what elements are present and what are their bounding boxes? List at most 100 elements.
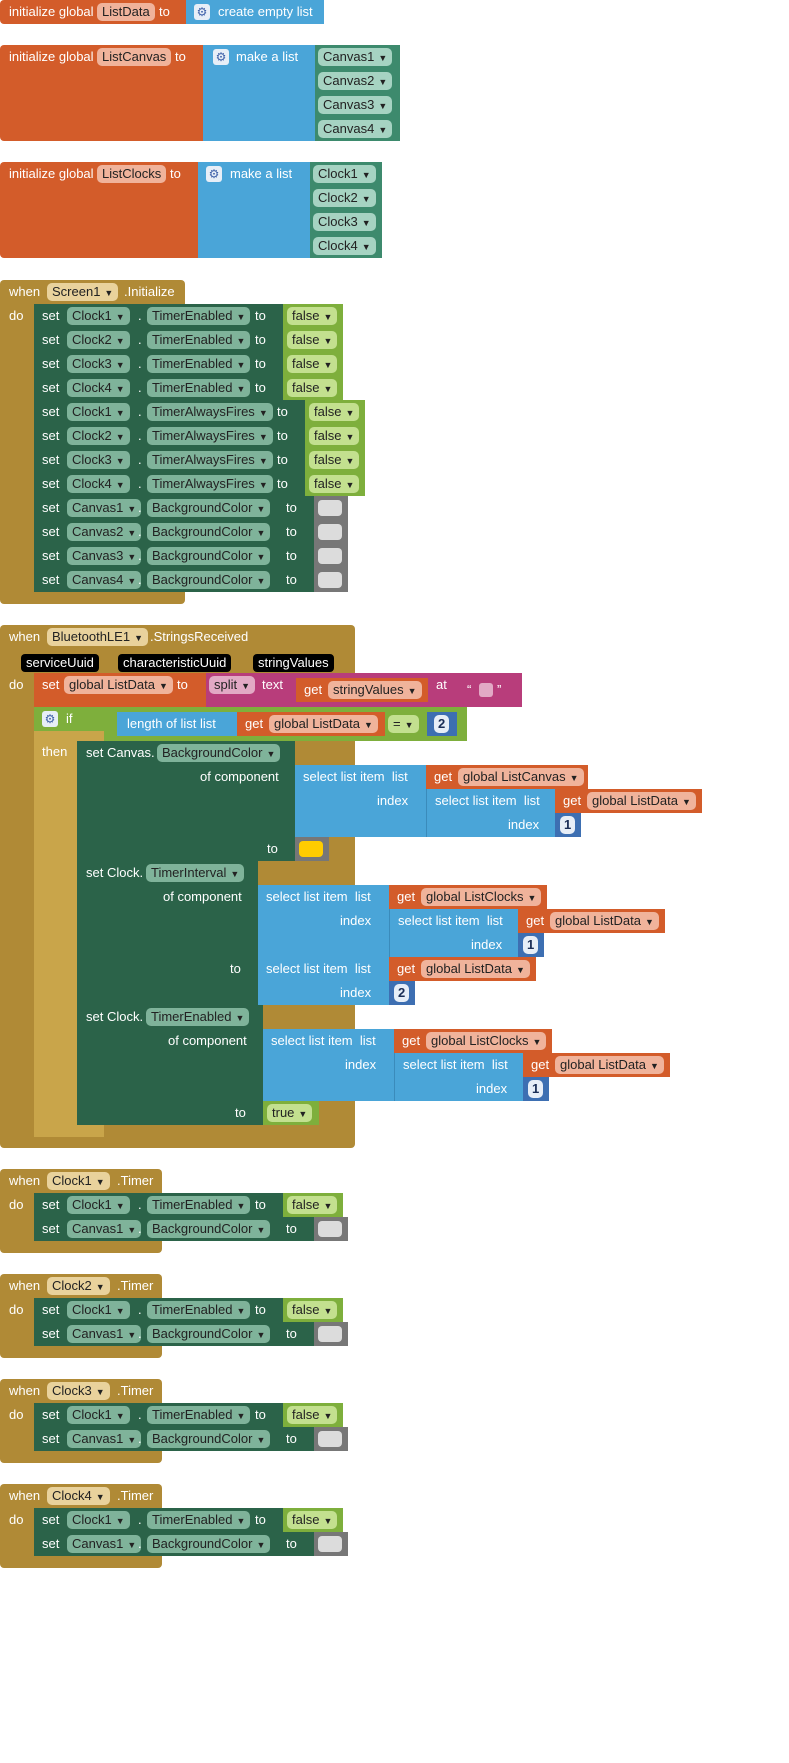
false-block[interactable]: false▼ <box>305 472 365 496</box>
component-dropdown[interactable]: Clock2▼ <box>67 427 130 445</box>
component-block-canvas3[interactable]: Canvas3▼ <box>315 93 400 117</box>
component-block-clock1[interactable]: Clock1▼ <box>310 162 382 186</box>
boolean-dropdown[interactable]: false▼ <box>309 475 360 493</box>
number-block[interactable]: 1 <box>523 1077 549 1101</box>
operator-dropdown[interactable]: =▼ <box>388 715 419 733</box>
property-dropdown[interactable]: TimerEnabled▼ <box>147 1511 251 1529</box>
false-block[interactable]: false▼ <box>283 304 343 328</box>
false-block[interactable]: false▼ <box>283 1508 343 1532</box>
boolean-dropdown[interactable]: false▼ <box>309 403 360 421</box>
number-field[interactable]: 1 <box>528 1080 544 1098</box>
color-swatch[interactable] <box>318 572 342 588</box>
false-block[interactable]: false▼ <box>283 376 343 400</box>
color-swatch[interactable] <box>318 1536 342 1552</box>
property-dropdown[interactable]: TimerEnabled▼ <box>147 1196 251 1214</box>
global-listdata-block[interactable]: initialize global ListData to <box>0 0 186 24</box>
component-dropdown[interactable]: Clock1▼ <box>313 165 376 183</box>
component-dropdown[interactable]: Clock3▼ <box>67 355 130 373</box>
component-dropdown[interactable]: Clock2▼ <box>47 1277 110 1295</box>
get-global-listdata-block[interactable]: get global ListData▼ <box>237 712 385 736</box>
color-block[interactable] <box>295 837 329 861</box>
property-dropdown[interactable]: TimerAlwaysFires▼ <box>147 475 273 493</box>
color-swatch[interactable] <box>318 548 342 564</box>
component-dropdown[interactable]: Clock2▼ <box>67 331 130 349</box>
variable-dropdown[interactable]: global ListData▼ <box>269 715 378 733</box>
component-block-clock4[interactable]: Clock4▼ <box>310 234 382 258</box>
number-field[interactable]: 1 <box>560 816 576 834</box>
variable-dropdown[interactable]: global ListData▼ <box>64 676 173 694</box>
param-characteristicuuid[interactable]: characteristicUuid <box>118 654 232 672</box>
make-a-list-block[interactable]: ⚙ make a list <box>198 162 310 258</box>
param-serviceuuid[interactable]: serviceUuid <box>21 654 99 672</box>
component-dropdown[interactable]: Canvas1▼ <box>67 1535 142 1553</box>
property-dropdown[interactable]: TimerAlwaysFires▼ <box>147 451 273 469</box>
boolean-dropdown[interactable]: false▼ <box>287 1406 338 1424</box>
false-block[interactable]: false▼ <box>305 424 365 448</box>
boolean-dropdown[interactable]: false▼ <box>287 1196 338 1214</box>
component-dropdown[interactable]: Clock1▼ <box>67 307 130 325</box>
property-dropdown[interactable]: TimerEnabled▼ <box>147 355 251 373</box>
color-swatch[interactable] <box>318 1221 342 1237</box>
component-block-clock3[interactable]: Clock3▼ <box>310 210 382 234</box>
gear-icon[interactable]: ⚙ <box>206 166 222 182</box>
false-block[interactable]: false▼ <box>283 1403 343 1427</box>
global-listclocks-block[interactable]: initialize global ListClocks to <box>0 162 198 258</box>
component-block-canvas2[interactable]: Canvas2▼ <box>315 69 400 93</box>
color-block[interactable] <box>314 520 348 544</box>
boolean-dropdown[interactable]: false▼ <box>309 451 360 469</box>
boolean-dropdown[interactable]: true▼ <box>267 1104 313 1122</box>
get-global-listcanvas-block[interactable]: get global ListCanvas▼ <box>426 765 588 789</box>
color-swatch[interactable] <box>318 1431 342 1447</box>
property-dropdown[interactable]: BackgroundColor▼ <box>147 1430 271 1448</box>
property-dropdown[interactable]: TimerEnabled▼ <box>147 331 251 349</box>
variable-dropdown[interactable]: global ListClocks▼ <box>426 1032 547 1050</box>
set-clock-timerenabled-block[interactable]: set Clock. TimerEnabled▼ of component to <box>77 1005 263 1125</box>
component-dropdown[interactable]: Clock2▼ <box>313 189 376 207</box>
component-dropdown[interactable]: Canvas4▼ <box>318 120 393 138</box>
variable-dropdown[interactable]: global ListData▼ <box>555 1056 664 1074</box>
color-block[interactable] <box>314 1322 348 1346</box>
component-dropdown[interactable]: Canvas4▼ <box>67 571 142 589</box>
make-a-list-block[interactable]: ⚙ make a list <box>203 45 315 141</box>
component-block-canvas4[interactable]: Canvas4▼ <box>315 117 400 141</box>
component-dropdown[interactable]: Clock1▼ <box>47 1172 110 1190</box>
boolean-dropdown[interactable]: false▼ <box>287 307 338 325</box>
color-block[interactable] <box>314 1427 348 1451</box>
variable-dropdown[interactable]: global ListData▼ <box>587 792 696 810</box>
false-block[interactable]: false▼ <box>283 1298 343 1322</box>
get-global-listdata-block[interactable]: get global ListData▼ <box>555 789 702 813</box>
property-dropdown[interactable]: TimerEnabled▼ <box>147 1406 251 1424</box>
select-list-item-block[interactable]: select list item list index <box>258 957 389 1005</box>
set-global-listdata-block[interactable]: set global ListData▼ to <box>34 673 206 707</box>
global-listcanvas-block[interactable]: initialize global ListCanvas to <box>0 45 203 141</box>
color-block[interactable] <box>314 1217 348 1241</box>
select-list-item-block[interactable]: select list item list index <box>295 765 426 837</box>
component-dropdown[interactable]: Clock1▼ <box>67 1301 130 1319</box>
true-block[interactable]: true▼ <box>263 1101 319 1125</box>
select-list-item-block[interactable]: select list item list index <box>263 1029 394 1101</box>
component-dropdown[interactable]: Canvas2▼ <box>318 72 393 90</box>
component-dropdown[interactable]: BluetoothLE1▼ <box>47 628 148 646</box>
component-dropdown[interactable]: Clock3▼ <box>313 213 376 231</box>
property-dropdown[interactable]: BackgroundColor▼ <box>147 571 271 589</box>
false-block[interactable]: false▼ <box>283 352 343 376</box>
variable-dropdown[interactable]: stringValues▼ <box>328 681 422 699</box>
get-global-listclocks-block[interactable]: get global ListClocks▼ <box>389 885 547 909</box>
component-dropdown[interactable]: Canvas2▼ <box>67 523 142 541</box>
color-swatch[interactable] <box>318 500 342 516</box>
false-block[interactable]: false▼ <box>305 448 365 472</box>
variable-dropdown[interactable]: global ListCanvas▼ <box>458 768 584 786</box>
component-dropdown[interactable]: Clock4▼ <box>67 379 130 397</box>
component-dropdown[interactable]: Clock1▼ <box>67 403 130 421</box>
select-list-item-block[interactable]: select list item list index <box>258 885 389 957</box>
get-global-listclocks-block[interactable]: get global ListClocks▼ <box>394 1029 552 1053</box>
